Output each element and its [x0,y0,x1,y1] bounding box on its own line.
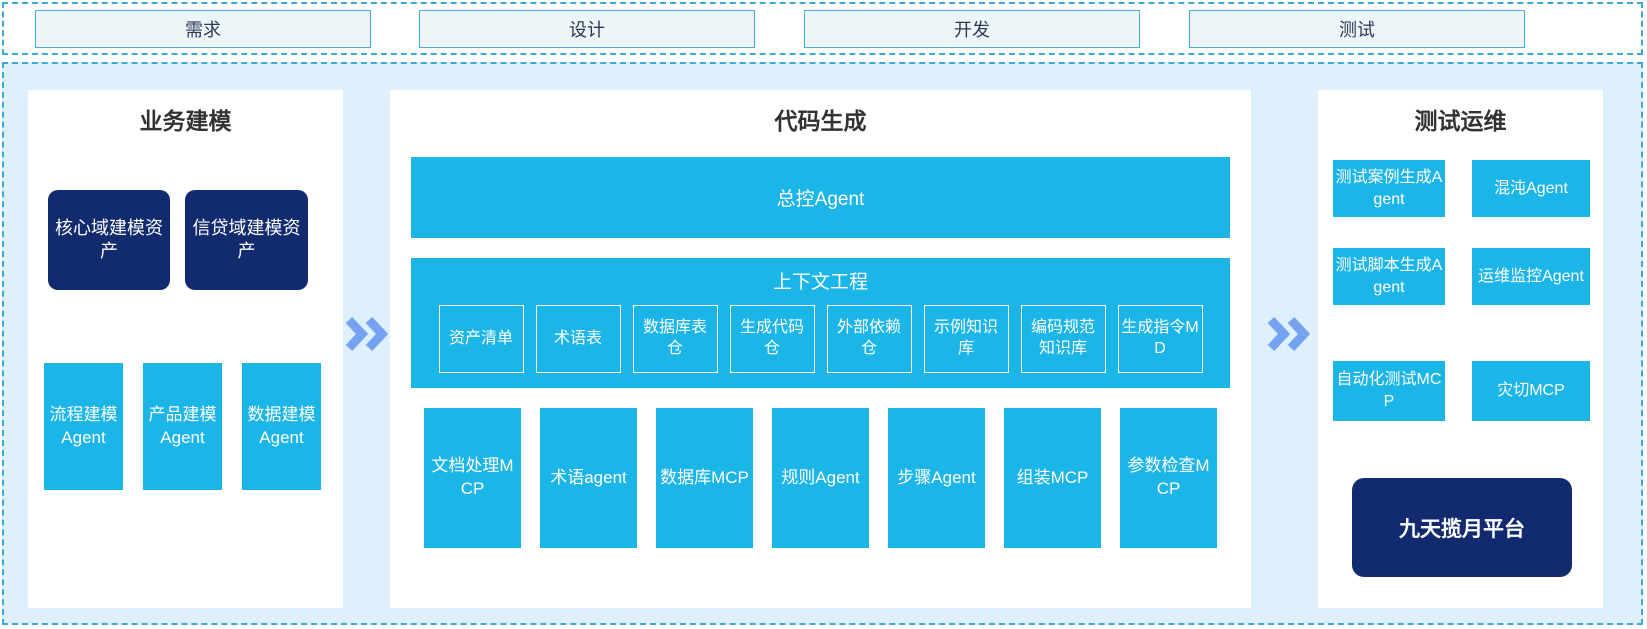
double-chevron-right-icon [345,316,388,352]
box-ops-monitor-agent: 运维监控Agent [1472,248,1590,305]
box-db-table-repo: 数据库表仓 [632,305,718,373]
box-test-script-gen-agent: 测试脚本生成Agent [1333,248,1445,305]
box-step-agent: 步骤Agent [888,408,985,548]
box-glossary-agent: 术语agent [540,408,637,548]
box-chaos-agent: 混沌Agent [1472,160,1590,217]
box-asset-list: 资产清单 [438,305,524,373]
box-example-kb: 示例知识库 [923,305,1009,373]
box-assembly-mcp: 组装MCP [1004,408,1101,548]
box-param-check-mcp: 参数检查MCP [1120,408,1217,548]
box-product-modeling-agent: 产品建模Agent [143,363,222,490]
phase-box-development: 开发 [804,10,1140,48]
bar-master-agent: 总控Agent [411,157,1230,238]
phase-strip: 需求 设计 开发 测试 [2,2,1643,55]
bar-context-engineering: 上下文工程 资产清单 术语表 数据库表仓 生成代码仓 外部依赖仓 示例知识库 编… [411,258,1230,388]
mcp-agent-row: 文档处理MCP 术语agent 数据库MCP 规则Agent 步骤Agent 组… [411,408,1230,548]
box-glossary: 术语表 [535,305,621,373]
main-canvas: 业务建模 核心域建模资产 信贷域建模资产 流程建模Agent 产品建模Agent… [2,62,1643,625]
context-engineering-title: 上下文工程 [772,272,868,293]
box-generate-instr-md: 生成指令MD [1117,305,1203,373]
panel-title-testops: 测试运维 [1414,108,1507,134]
context-items-row: 资产清单 术语表 数据库表仓 生成代码仓 外部依赖仓 示例知识库 编码规范知识库… [411,305,1230,373]
box-jiutian-lanyue-platform: 九天揽月平台 [1352,478,1572,577]
panel-title-business: 业务建模 [139,108,232,134]
box-data-modeling-agent: 数据建模Agent [242,363,321,490]
box-external-deps-repo: 外部依赖仓 [826,305,912,373]
box-disaster-switch-mcp: 灾切MCP [1472,361,1590,421]
double-chevron-right-icon [1267,316,1310,352]
box-credit-domain-asset: 信贷域建模资产 [185,190,308,290]
panel-business-modeling: 业务建模 核心域建模资产 信贷域建模资产 流程建模Agent 产品建模Agent… [28,90,343,608]
box-auto-test-mcp: 自动化测试MCP [1333,361,1445,421]
box-generated-code-repo: 生成代码仓 [729,305,815,373]
panel-code-generation: 代码生成 总控Agent 上下文工程 资产清单 术语表 数据库表仓 生成代码仓 … [390,90,1251,608]
box-database-mcp: 数据库MCP [656,408,753,548]
panel-title-codegen: 代码生成 [774,108,867,134]
box-rule-agent: 规则Agent [772,408,869,548]
panel-test-ops: 测试运维 测试案例生成Agent 混沌Agent 测试脚本生成Agent 运维监… [1318,90,1603,608]
box-test-case-gen-agent: 测试案例生成Agent [1333,160,1445,217]
box-coding-standard-kb: 编码规范知识库 [1020,305,1106,373]
box-process-modeling-agent: 流程建模Agent [44,363,123,490]
phase-box-requirements: 需求 [35,10,371,48]
box-doc-processing-mcp: 文档处理MCP [424,408,521,548]
box-core-domain-asset: 核心域建模资产 [48,190,170,290]
phase-box-testing: 测试 [1189,10,1525,48]
phase-box-design: 设计 [419,10,755,48]
